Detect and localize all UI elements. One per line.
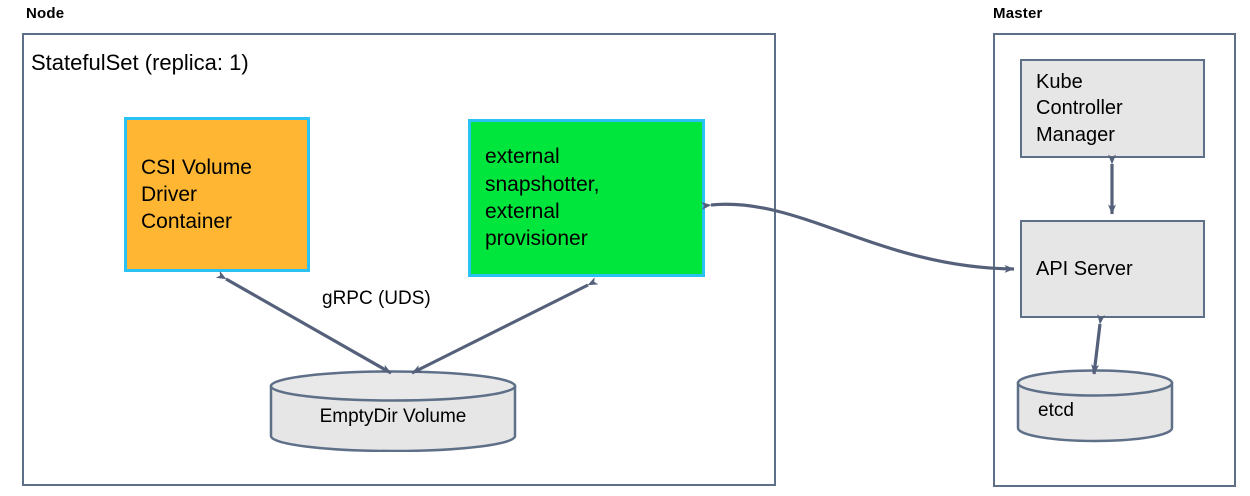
csi-line-1: CSI Volume xyxy=(141,155,252,179)
emptydir-volume-shape xyxy=(269,370,517,452)
emptydir-volume-label: EmptyDir Volume xyxy=(319,406,467,427)
csi-line-2: Driver xyxy=(141,182,197,206)
etcd-shape xyxy=(1016,369,1174,443)
csi-volume-driver-container-box[interactable]: CSI Volume Driver Container xyxy=(124,117,310,272)
etcd-cylinder[interactable]: etcd xyxy=(1016,369,1174,443)
csi-line-3: Container xyxy=(141,210,233,234)
api-server-label: API Server xyxy=(1036,256,1133,282)
sidecars-line-2: snapshotter, xyxy=(485,172,600,196)
sidecars-line-3: external xyxy=(485,200,560,223)
external-sidecars-label: external snapshotter, external provision… xyxy=(485,143,599,252)
external-sidecars-box[interactable]: external snapshotter, external provision… xyxy=(468,119,705,277)
statefulset-title: StatefulSet (replica: 1) xyxy=(31,50,249,75)
kcm-line-3: Manager xyxy=(1036,123,1115,146)
node-group-label: Node xyxy=(26,5,65,22)
kube-controller-manager-box[interactable]: Kube Controller Manager xyxy=(1020,59,1205,158)
grpc-uds-edge-label: gRPC (UDS) xyxy=(322,288,431,309)
master-group-label: Master xyxy=(993,5,1043,22)
kcm-line-1: Kube xyxy=(1036,70,1083,93)
emptydir-volume-cylinder[interactable]: EmptyDir Volume xyxy=(269,370,517,452)
sidecars-line-1: external xyxy=(485,145,560,169)
etcd-label: etcd xyxy=(1038,400,1074,421)
kcm-line-2: Controller xyxy=(1036,97,1123,120)
sidecars-line-4: provisioner xyxy=(485,227,588,251)
api-server-line-1: API Server xyxy=(1036,257,1133,280)
api-server-box[interactable]: API Server xyxy=(1020,220,1205,318)
csi-volume-driver-container-label: CSI Volume Driver Container xyxy=(141,154,252,236)
kube-controller-manager-label: Kube Controller Manager xyxy=(1036,69,1123,148)
